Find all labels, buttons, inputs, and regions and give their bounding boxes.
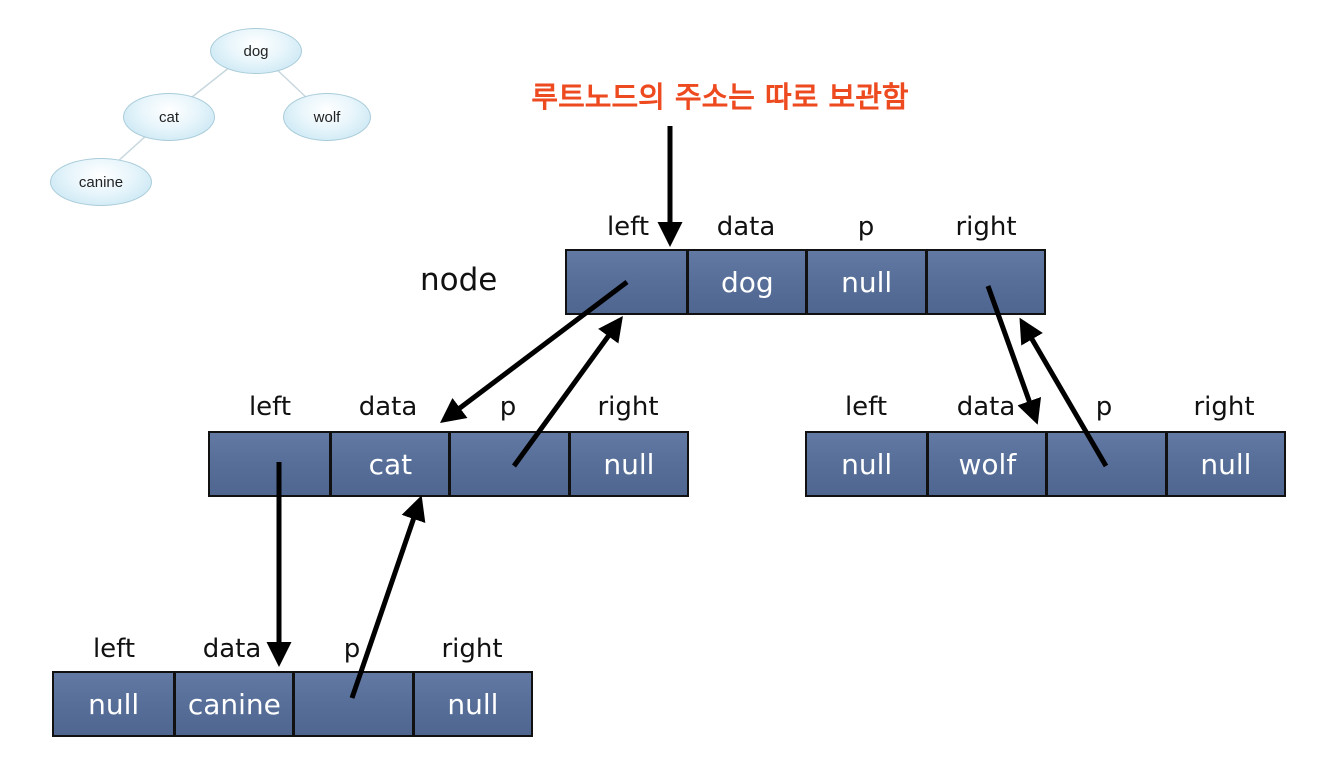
node-wolf: null wolf null [805, 431, 1286, 497]
dog-header-p: p [857, 212, 875, 242]
wolf-header-data: data [956, 392, 1016, 422]
cat-header-left: left [248, 392, 292, 422]
canine-left-cell: null [54, 673, 174, 735]
wolf-right-cell: null [1164, 433, 1284, 495]
wolf-header-p: p [1095, 392, 1113, 422]
dog-header-right: right [955, 212, 1017, 242]
cat-right-cell: null [567, 433, 687, 495]
node-canine: null canine null [52, 671, 533, 737]
wolf-header-left: left [844, 392, 888, 422]
canine-p-cell [292, 673, 412, 735]
tree-node-dog: dog [210, 28, 302, 74]
wolf-p-cell [1045, 433, 1165, 495]
tree-node-wolf: wolf [283, 93, 371, 141]
wolf-data-cell: wolf [926, 433, 1046, 495]
canine-right-cell: null [411, 673, 531, 735]
tree-node-cat: cat [123, 93, 215, 141]
dog-header-data: data [716, 212, 776, 242]
cat-header-p: p [499, 392, 517, 422]
canine-header-right: right [441, 634, 503, 664]
dog-data-cell: dog [686, 251, 806, 313]
dog-right-cell [924, 251, 1044, 313]
node-cat: cat null [208, 431, 689, 497]
cat-p-cell [448, 433, 568, 495]
dog-header-left: left [606, 212, 650, 242]
cat-header-right: right [597, 392, 659, 422]
wolf-left-cell: null [807, 433, 927, 495]
cat-left-cell [210, 433, 330, 495]
canine-header-left: left [92, 634, 136, 664]
tree-node-canine: canine [50, 158, 152, 206]
canine-parent-to-cat-arrow [349, 495, 426, 699]
dog-left-cell [567, 251, 687, 313]
root-address-note: 루트노드의 주소는 따로 보관함 [531, 80, 909, 114]
canine-header-data: data [202, 634, 262, 664]
cat-data-cell: cat [329, 433, 449, 495]
canine-data-cell: canine [173, 673, 293, 735]
node-dog: dog null [565, 249, 1046, 315]
wolf-header-right: right [1193, 392, 1255, 422]
canine-header-p: p [343, 634, 361, 664]
cat-header-data: data [358, 392, 418, 422]
node-variable-label: node [420, 262, 498, 298]
dog-p-cell: null [805, 251, 925, 313]
